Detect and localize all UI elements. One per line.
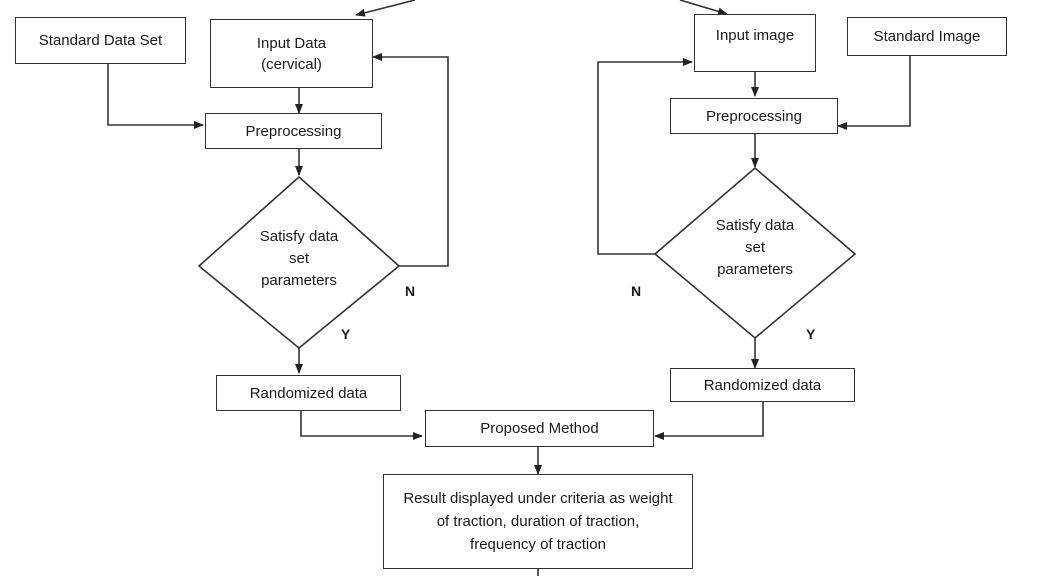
edge-decision-right-no-loop bbox=[597, 58, 693, 255]
input-image-label: Input image bbox=[715, 27, 795, 44]
edge-label-right-no: N bbox=[631, 283, 642, 299]
edge-top-to-right bbox=[679, 0, 728, 16]
edge-label-left-no: N bbox=[405, 283, 416, 299]
edge-label-right-yes: Y bbox=[806, 326, 816, 342]
randomized-data-left-label: Randomized data bbox=[249, 384, 368, 402]
standard-image-label: Standard Image bbox=[873, 28, 981, 45]
standard-data-set-box: Standard Data Set bbox=[15, 17, 186, 64]
preprocessing-left-label: Preprocessing bbox=[245, 122, 342, 140]
randomized-data-left-box: Randomized data bbox=[216, 375, 401, 411]
result-box: Result displayed under criteria as weigh… bbox=[383, 474, 693, 569]
edge-randright-to-proposed bbox=[654, 402, 764, 440]
decision-left-diamond bbox=[197, 175, 401, 350]
edge-stdimage-to-preproc bbox=[837, 56, 911, 130]
proposed-method-box: Proposed Method bbox=[425, 410, 654, 447]
standard-data-set-label: Standard Data Set bbox=[38, 32, 163, 49]
preprocessing-right-label: Preprocessing bbox=[706, 107, 802, 125]
preprocessing-left-box: Preprocessing bbox=[205, 113, 382, 149]
input-image-box: Input image bbox=[694, 14, 816, 72]
input-data-label: Input Data (cervical) bbox=[256, 34, 327, 73]
edge-top-to-left bbox=[355, 0, 416, 17]
edge-label-left-yes: Y bbox=[341, 326, 351, 342]
decision-right-label: Satisfy data set parameters bbox=[715, 217, 795, 278]
edge-stdset-to-preproc bbox=[107, 64, 204, 129]
edge-randleft-to-proposed bbox=[300, 411, 423, 440]
input-data-box: Input Data (cervical) bbox=[210, 19, 373, 88]
preprocessing-right-box: Preprocessing bbox=[670, 98, 838, 134]
decision-left-label: Satisfy data set parameters bbox=[259, 228, 339, 289]
edge-decision-left-no-loop bbox=[372, 53, 449, 267]
randomized-data-right-label: Randomized data bbox=[703, 376, 822, 394]
result-label: Result displayed under criteria as weigh… bbox=[403, 489, 673, 554]
proposed-method-label: Proposed Method bbox=[480, 420, 599, 437]
standard-image-box: Standard Image bbox=[847, 17, 1007, 56]
randomized-data-right-box: Randomized data bbox=[670, 368, 855, 402]
decision-right-diamond bbox=[653, 166, 857, 340]
